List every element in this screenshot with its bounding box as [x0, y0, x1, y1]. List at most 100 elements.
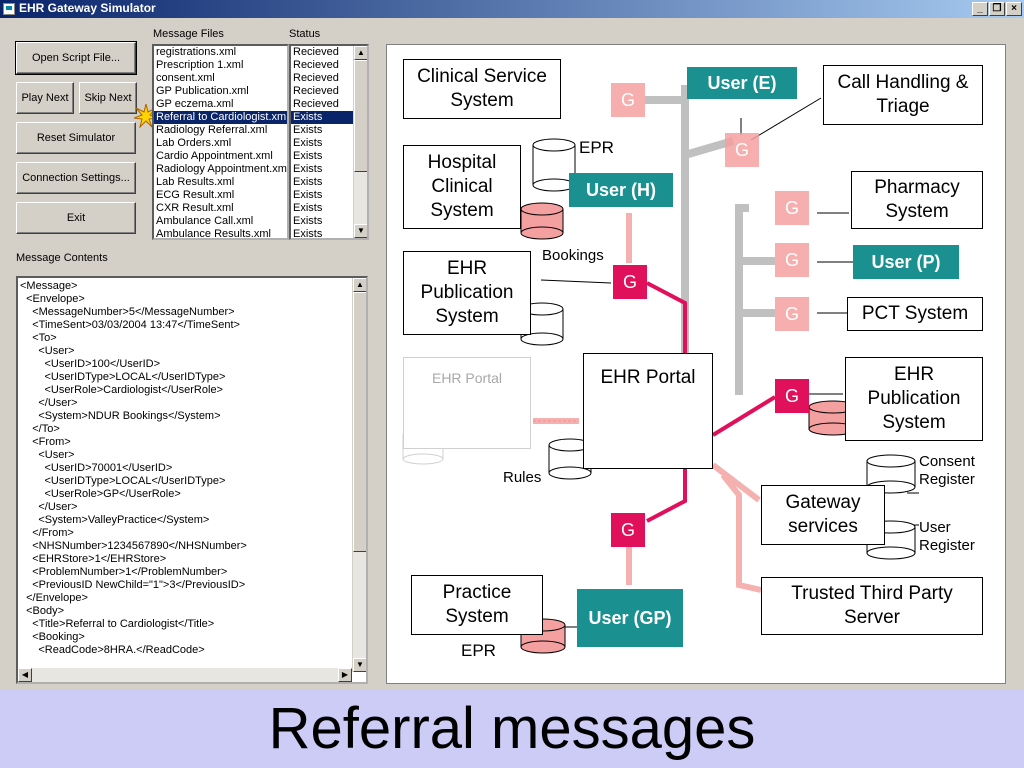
slide-caption: Referral messages — [0, 690, 1024, 768]
status-item[interactable]: Recieved — [293, 46, 339, 58]
gateway-icon-user-e: G — [725, 133, 759, 167]
status-item[interactable]: Exists — [293, 163, 323, 175]
xml-scroll-up-arrow-icon[interactable]: ▲ — [353, 278, 366, 292]
xml-line: <PreviousID NewChild="1">3</PreviousID> — [20, 579, 246, 591]
message-file-item[interactable]: ECG Result.xml — [156, 189, 235, 201]
message-file-item[interactable]: GP Publication.xml — [156, 85, 249, 97]
xml-line: <NHSNumber>1234567890</NHSNumber> — [20, 540, 247, 552]
status-item[interactable]: Exists — [293, 189, 323, 201]
status-item[interactable]: Exists — [293, 124, 323, 136]
message-files-label: Message Files — [153, 28, 224, 40]
status-item[interactable]: Recieved — [293, 59, 339, 71]
trusted-third-party-box: Trusted Third Party Server — [761, 577, 983, 635]
gateway-icon-clinical: G — [611, 83, 645, 117]
status-scrollbar[interactable]: ▲ ▼ — [353, 46, 367, 238]
user-gp-box: User (GP) — [577, 589, 683, 647]
message-file-item[interactable]: Radiology Appointment.xml — [156, 163, 287, 175]
app-icon — [3, 3, 15, 15]
xml-line: <ReadCode>8HRA.</ReadCode> — [20, 644, 205, 656]
message-file-item[interactable]: GP eczema.xml — [156, 98, 234, 110]
gateway-icon-user-p: G — [775, 243, 809, 277]
ehr-portal-faint-box: EHR Portal — [403, 357, 531, 449]
xml-line: <UserIDType>LOCAL</UserIDType> — [20, 371, 226, 383]
message-file-item[interactable]: Lab Orders.xml — [156, 137, 232, 149]
message-contents-label: Message Contents — [16, 252, 108, 264]
xml-line: </To> — [20, 423, 60, 435]
scroll-thumb[interactable] — [354, 60, 367, 172]
message-file-item[interactable]: Radiology Referral.xml — [156, 124, 268, 136]
status-item[interactable]: Exists — [293, 137, 323, 149]
user-p-box: User (P) — [853, 245, 959, 279]
gateway-icon-bookings: G — [613, 265, 647, 299]
practice-system-box: Practice System — [411, 575, 543, 635]
gateway-icon-practice: G — [611, 513, 645, 547]
message-file-item[interactable]: Referral to Cardiologist.xml — [154, 111, 287, 124]
xml-line: <To> — [20, 332, 57, 344]
status-item[interactable]: Exists — [293, 215, 323, 227]
xml-line: <Title>Referral to Cardiologist</Title> — [20, 618, 215, 630]
status-item[interactable]: Exists — [293, 228, 323, 240]
pharmacy-system-box: Pharmacy System — [851, 171, 983, 229]
xml-line: </Envelope> — [20, 592, 88, 604]
xml-line: <User> — [20, 345, 75, 357]
exit-button[interactable]: Exit — [16, 202, 136, 234]
message-contents-textbox[interactable]: <Message> <Envelope> <MessageNumber>5</M… — [16, 276, 368, 684]
xml-line: </From> — [20, 527, 74, 539]
skip-next-button[interactable]: Skip Next — [79, 82, 137, 114]
xml-line: </User> — [20, 501, 78, 513]
connection-settings-button[interactable]: Connection Settings... — [16, 162, 136, 194]
status-label: Status — [289, 28, 321, 40]
status-item[interactable]: Exists — [293, 176, 323, 188]
minimize-button[interactable]: _ — [972, 2, 988, 16]
status-item[interactable]: Recieved — [293, 85, 339, 97]
message-file-item[interactable]: registrations.xml — [156, 46, 237, 58]
open-script-button[interactable]: Open Script File... — [15, 41, 137, 75]
status-item[interactable]: Exists — [293, 202, 323, 214]
gateway-icon-pharmacy: G — [775, 191, 809, 225]
user-h-box: User (H) — [569, 173, 673, 207]
close-button[interactable]: × — [1006, 2, 1022, 16]
message-file-item[interactable]: consent.xml — [156, 72, 215, 84]
xml-line: </User> — [20, 397, 78, 409]
pct-system-box: PCT System — [847, 297, 983, 331]
xml-line: <MessageNumber>5</MessageNumber> — [20, 306, 235, 318]
rules-label: Rules — [503, 469, 542, 486]
gateway-icon-pct: G — [775, 297, 809, 331]
hospital-clinical-system-box: Hospital Clinical System — [403, 145, 521, 229]
epr-top-label: EPR — [579, 138, 614, 157]
status-item[interactable]: Recieved — [293, 72, 339, 84]
xml-scroll-thumb[interactable] — [353, 292, 366, 552]
message-file-item[interactable]: Lab Results.xml — [156, 176, 235, 188]
epr-bottom-label: EPR — [461, 641, 496, 660]
xml-line: <From> — [20, 436, 71, 448]
message-file-item[interactable]: Ambulance Call.xml — [156, 215, 254, 227]
xml-line: <Body> — [20, 605, 65, 617]
message-file-item[interactable]: CXR Result.xml — [156, 202, 234, 214]
message-file-item[interactable]: Prescription 1.xml — [156, 59, 244, 71]
xml-vertical-scrollbar[interactable]: ▲ ▼ — [352, 278, 366, 672]
xml-content: <Message> <Envelope> <MessageNumber>5</M… — [18, 278, 366, 657]
xml-scroll-down-arrow-icon[interactable]: ▼ — [353, 658, 366, 672]
message-file-item[interactable]: Ambulance Results.xml — [156, 228, 271, 240]
scroll-up-arrow-icon[interactable]: ▲ — [354, 46, 367, 60]
play-next-button[interactable]: Play Next — [16, 82, 74, 114]
gateway-services-box: Gateway services — [761, 485, 885, 545]
restore-button[interactable]: ❐ — [989, 2, 1005, 16]
message-file-item[interactable]: Cardio Appointment.xml — [156, 150, 273, 162]
xml-line: <Booking> — [20, 631, 85, 643]
reset-simulator-button[interactable]: Reset Simulator — [16, 122, 136, 154]
status-item[interactable]: Recieved — [293, 98, 339, 110]
xml-horizontal-scrollbar[interactable]: ◀ ▶ — [18, 668, 352, 682]
status-item[interactable]: Exists — [291, 111, 353, 124]
xml-line: <TimeSent>03/03/2004 13:47</TimeSent> — [20, 319, 240, 331]
consent-register-label: Consent Register — [919, 453, 975, 488]
status-item[interactable]: Exists — [293, 150, 323, 162]
call-handling-box: Call Handling & Triage — [823, 65, 983, 125]
xml-scroll-right-arrow-icon[interactable]: ▶ — [338, 668, 352, 682]
scroll-down-arrow-icon[interactable]: ▼ — [354, 224, 367, 238]
xml-scroll-left-arrow-icon[interactable]: ◀ — [18, 668, 32, 682]
architecture-diagram: Clinical Service System Hospital Clinica… — [386, 44, 1006, 684]
